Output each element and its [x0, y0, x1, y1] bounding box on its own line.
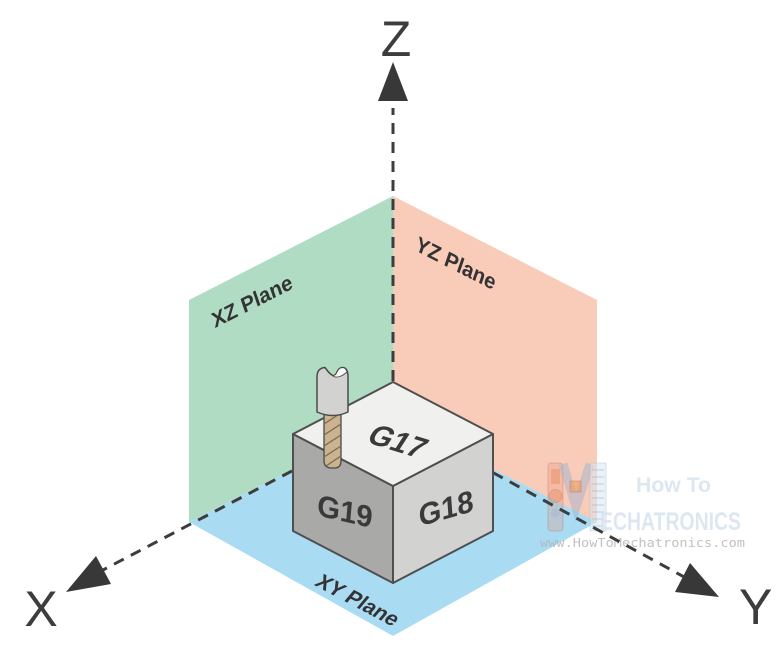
drill-bit-flutes [323, 412, 342, 467]
x-axis-arrowhead-icon [66, 556, 111, 592]
y-axis-label: Y [739, 579, 772, 635]
y-axis: Y [392, 416, 772, 635]
x-axis: X [24, 416, 394, 637]
z-axis: Z [378, 11, 411, 381]
z-axis-arrowhead-icon [378, 62, 408, 101]
y-axis-arrowhead-icon [675, 563, 719, 597]
mechatronics-logo-m-icon [547, 462, 607, 532]
z-axis-label: Z [381, 11, 412, 67]
watermark-url-text: www.HowToMechatronics.com [540, 536, 745, 550]
watermark-howto-text: How To [636, 474, 711, 497]
watermark: How To ECHATRONICS www.HowToMechatronics… [540, 462, 745, 550]
watermark-mechatronics-text: ECHATRONICS [600, 508, 741, 536]
x-axis-line [100, 416, 394, 573]
drill-bit-cut-face [324, 367, 348, 378]
x-axis-label: X [24, 581, 57, 637]
drill-bit-shank [323, 410, 342, 469]
drill-bit [316, 366, 349, 469]
